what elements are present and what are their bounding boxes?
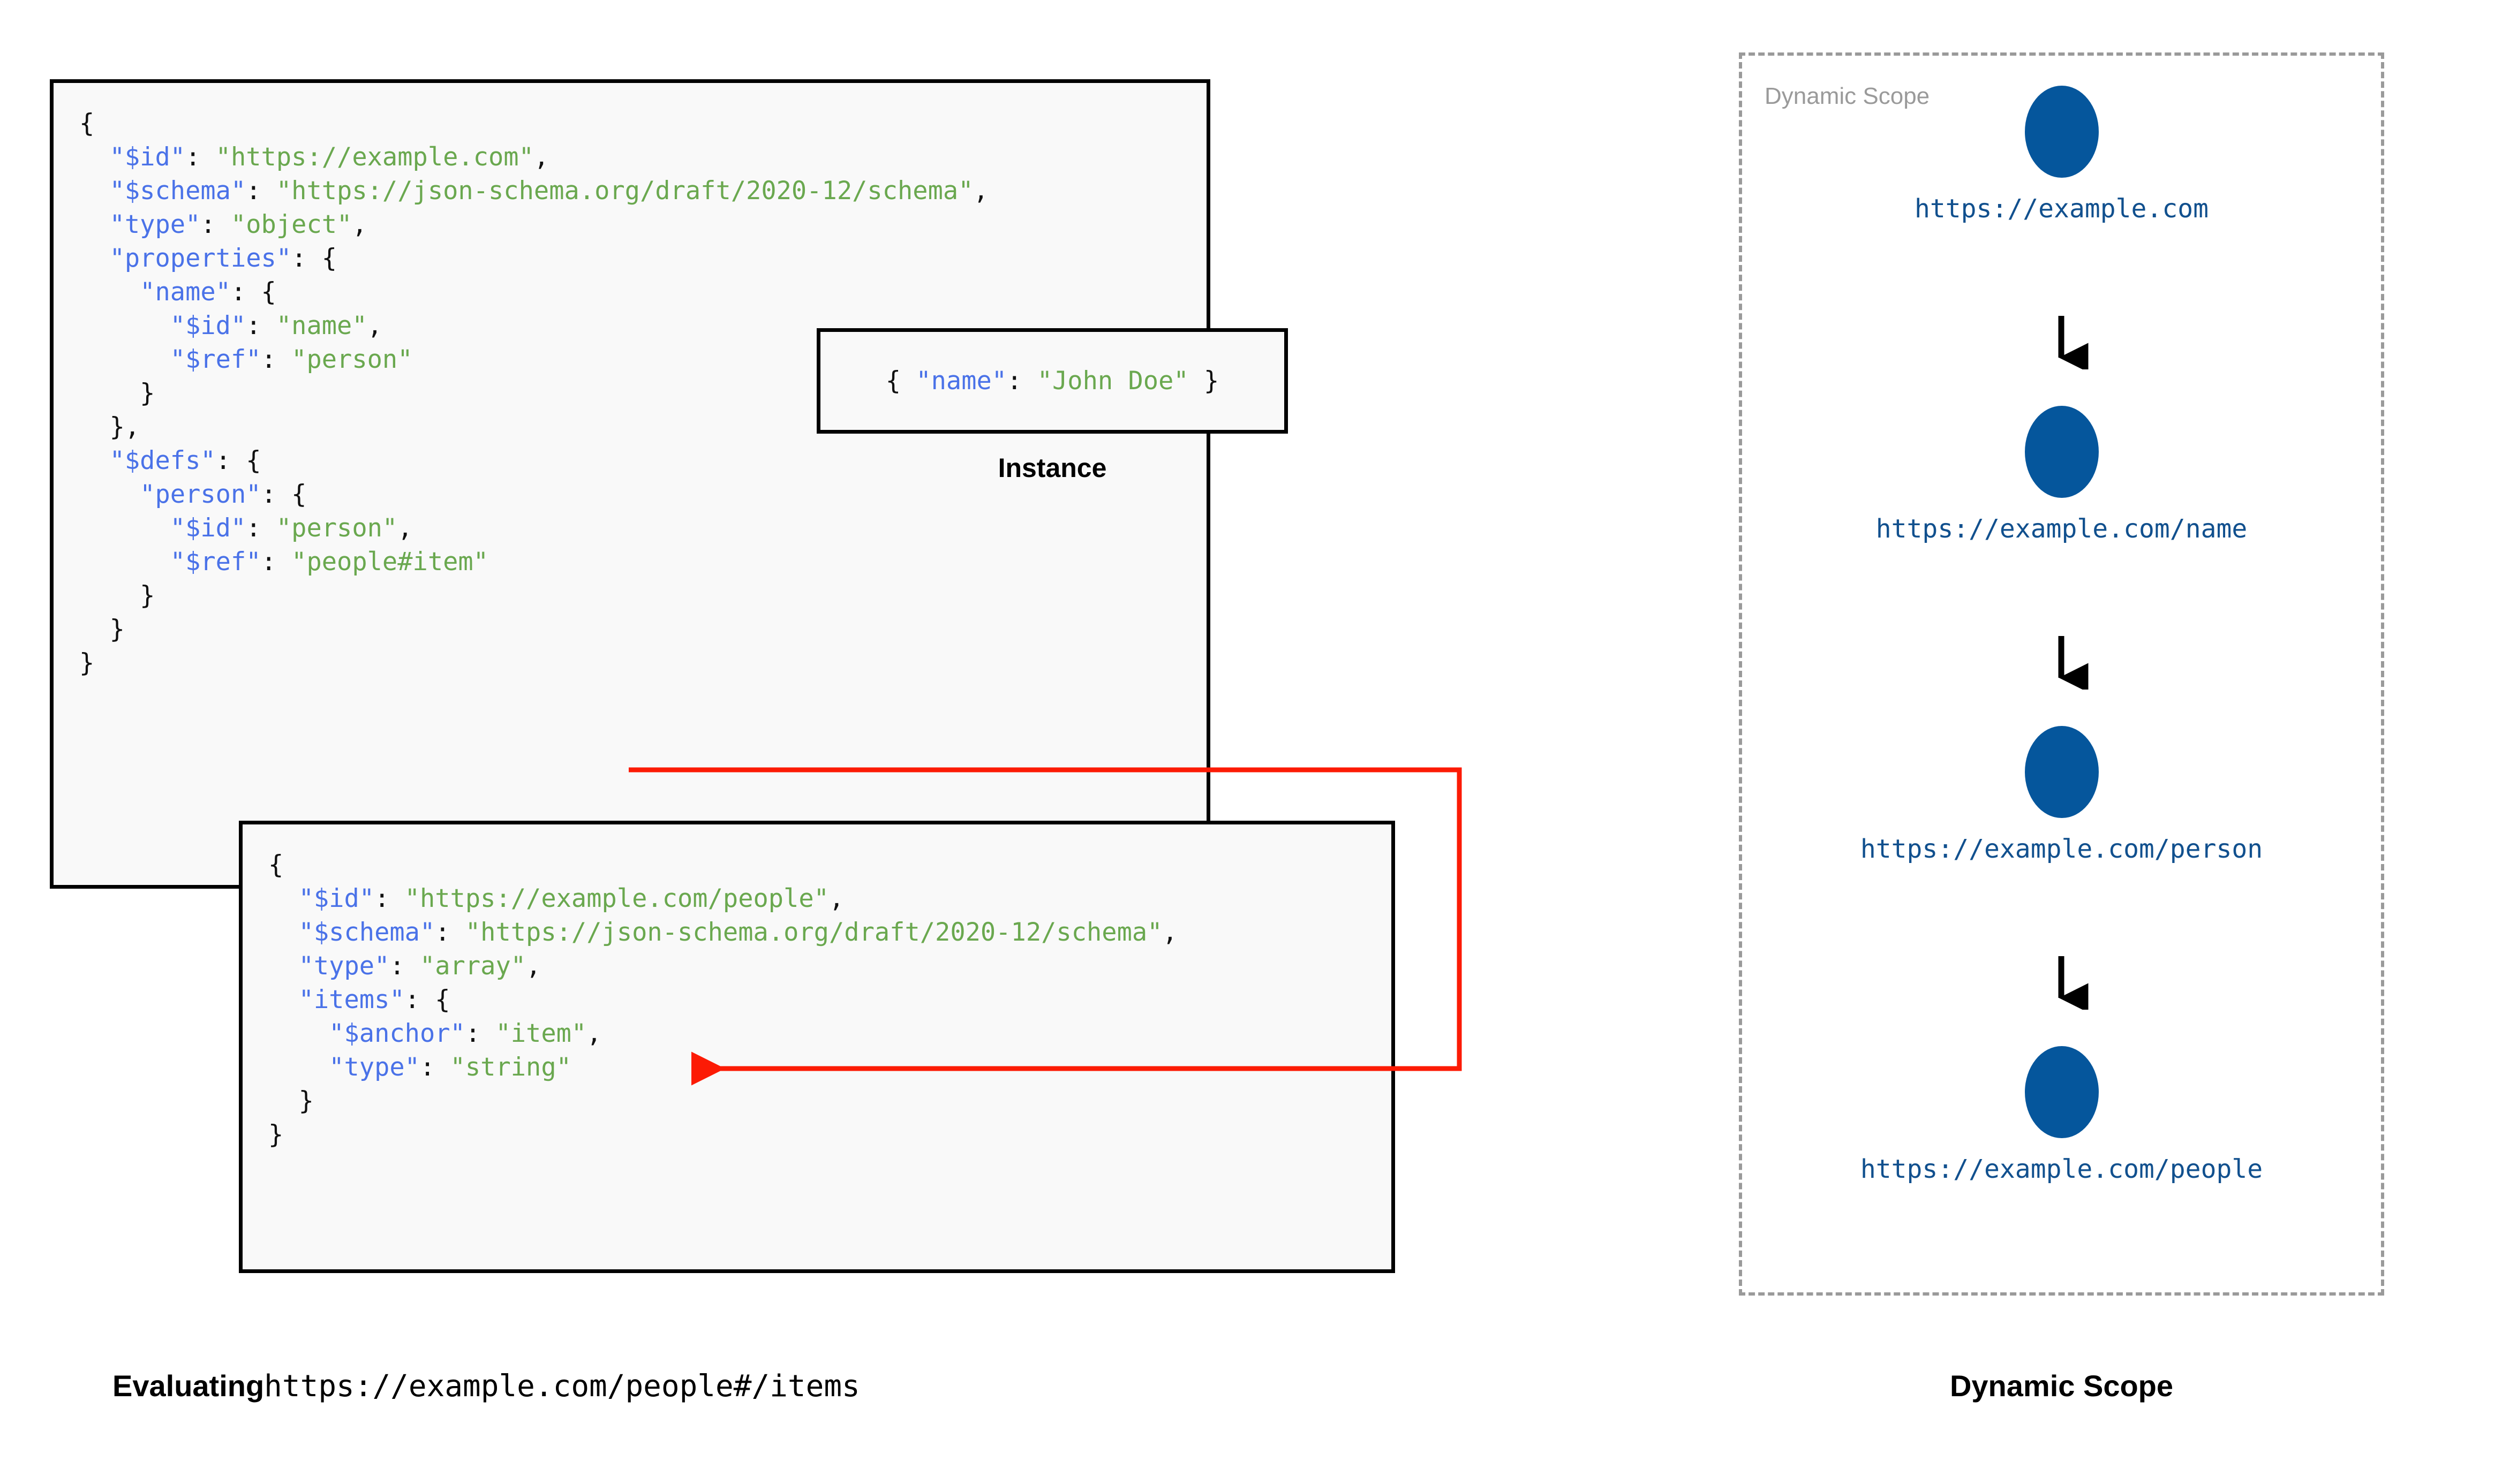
scope-node-label: https://example.com/person xyxy=(1860,834,2263,864)
scope-node-0: https://example.com xyxy=(1739,86,2384,224)
instance-caption: Instance xyxy=(998,453,1107,483)
scope-node-label: https://example.com xyxy=(1914,194,2209,224)
root-schema-box: { "$id": "https://example.com", "$schema… xyxy=(50,79,1210,889)
scope-arrow-0 xyxy=(2058,316,2089,369)
scope-node-3: https://example.com/people xyxy=(1739,1046,2384,1184)
scope-node-2: https://example.com/person xyxy=(1739,726,2384,864)
scope-node-circle xyxy=(2024,726,2099,818)
dynamic-scope-inner-label: Dynamic Scope xyxy=(1765,83,1930,109)
people-schema-code: { "$id": "https://example.com/people", "… xyxy=(268,850,1178,1149)
scope-node-label: https://example.com/name xyxy=(1875,514,2248,544)
scope-node-circle xyxy=(2024,86,2099,178)
instance-box: { "name": "John Doe" } xyxy=(817,328,1288,434)
scope-node-label: https://example.com/people xyxy=(1860,1154,2263,1184)
evaluating-caption: Evaluatinghttps://example.com/people#/it… xyxy=(112,1368,860,1404)
root-schema-code: { "$id": "https://example.com", "$schema… xyxy=(79,109,989,678)
scope-arrow-1 xyxy=(2058,636,2089,690)
people-schema-box: { "$id": "https://example.com/people", "… xyxy=(239,821,1395,1273)
dynamic-scope-panel xyxy=(1739,52,2384,1296)
scope-node-1: https://example.com/name xyxy=(1739,406,2384,544)
dynamic-scope-caption: Dynamic Scope xyxy=(1949,1369,2174,1403)
scope-node-circle xyxy=(2024,406,2099,498)
evaluating-label: Evaluating xyxy=(112,1369,265,1403)
scope-node-circle xyxy=(2024,1046,2099,1138)
instance-code: { "name": "John Doe" } xyxy=(885,366,1219,396)
evaluating-uri: https://example.com/people#/items xyxy=(264,1369,860,1404)
scope-arrow-2 xyxy=(2058,956,2089,1010)
